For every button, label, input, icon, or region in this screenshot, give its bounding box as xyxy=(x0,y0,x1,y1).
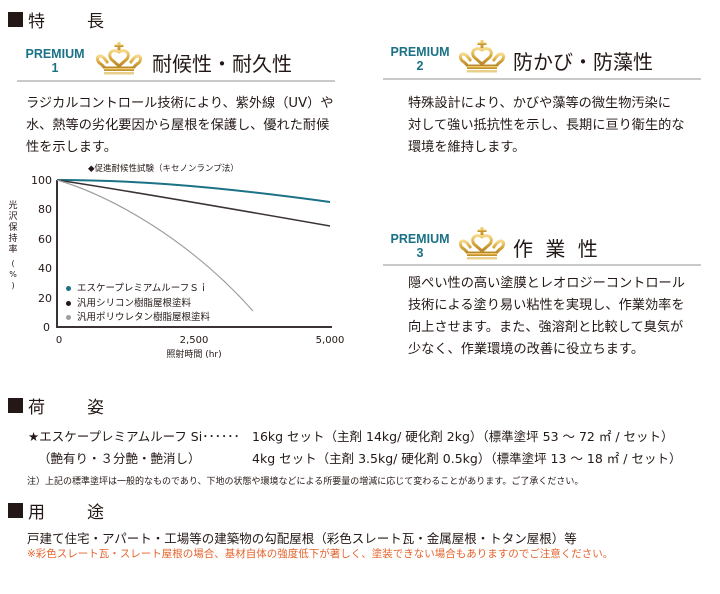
section-heading-packaging: 荷 姿 xyxy=(8,393,104,418)
heading-char: 荷 xyxy=(28,398,45,418)
series-line-polyurethane xyxy=(56,179,254,312)
series-line-silicone xyxy=(56,179,331,227)
gloss-retention-chart: 光 沢 保 持 率 ( % ) 100 80 60 40 20 0 0 2,50… xyxy=(8,174,345,360)
y-tick-labels: 100 80 60 40 20 0 xyxy=(31,174,52,334)
text-line: 性を示します。 xyxy=(26,140,117,155)
divider xyxy=(17,80,335,82)
text-line: 水、熱等の劣化要因から屋根を保護し、優れた耐候 xyxy=(26,118,330,133)
svg-text:60: 60 xyxy=(38,233,52,246)
series-line-premium-si xyxy=(56,179,331,203)
svg-text:沢: 沢 xyxy=(8,210,17,222)
text-line: 技術による塗り易い粘性を実現し、作業効率を xyxy=(408,298,685,313)
svg-text:100: 100 xyxy=(31,174,52,187)
legend-item: 汎用シリコン樹脂屋根塗料 xyxy=(66,297,210,312)
usage-text: 戸建て住宅・アパート・工場等の建築物の勾配屋根（彩色スレート瓦・金属屋根・トタン… xyxy=(27,531,577,546)
legend-dot-icon xyxy=(66,300,71,306)
crown-icon xyxy=(96,42,142,76)
usage-warning: ※彩色スレート瓦・スレート屋根の場合、基材自体の強度低下が著しく、塗装できない場… xyxy=(27,548,614,560)
divider xyxy=(383,264,701,266)
text-line: 対して強い抵抗性を示し、長期に亘り衛生的な xyxy=(408,118,685,133)
packaging-note: 注）上記の標準塗坪は一般的なものであり、下地の状態や環境などによる所要量の増減に… xyxy=(27,477,584,487)
svg-text:40: 40 xyxy=(38,262,52,275)
text-line: ラジカルコントロール技術により、紫外線（UV）や xyxy=(26,96,334,111)
legend-dot-icon xyxy=(66,286,71,291)
feature-desc-3: 隠ぺい性の高い塗膜とレオロジーコントロール 技術による塗り易い粘性を実現し、作業… xyxy=(408,273,708,361)
svg-text:0: 0 xyxy=(56,335,62,346)
packaging-set-4kg: 4kg セット（主剤 3.5kg/ 硬化剤 0.5kg）（標準塗坪 13 ～ 1… xyxy=(252,451,682,466)
crown-icon xyxy=(459,40,505,74)
svg-text:0: 0 xyxy=(43,321,50,334)
premium-label: PREMIUM xyxy=(390,232,450,246)
packaging-product-line: ★エスケープレミアムルーフ Si･･････ xyxy=(28,429,240,444)
premium-number: 1 xyxy=(51,61,59,75)
text-line: 特殊設計により、かびや藻等の微生物汚染に xyxy=(408,96,671,111)
text-line: 少なく、作業環境の改善に役立ちます。 xyxy=(408,342,645,357)
crown-icon xyxy=(459,227,505,261)
premium-badge-3: PREMIUM 3 xyxy=(385,232,455,260)
svg-text:(: ( xyxy=(11,259,14,268)
legend-item: エスケープレミアムルーフＳｉ xyxy=(66,282,210,297)
legend-label: 汎用シリコン樹脂屋根塗料 xyxy=(77,297,192,309)
feature-title-2: 防かび・防藻性 xyxy=(513,50,653,74)
packaging-variants: （艶有り・３分艶・艶消し） xyxy=(38,451,201,466)
text-line: 環境を維持します。 xyxy=(408,140,526,155)
legend-dot-icon xyxy=(66,315,71,320)
heading-char: 長 xyxy=(87,12,104,32)
heading-char: 特 xyxy=(28,12,45,32)
chart-legend: エスケープレミアムルーフＳｉ 汎用シリコン樹脂屋根塗料 汎用ポリウレタン樹脂屋根… xyxy=(66,282,210,326)
feature-desc-1: ラジカルコントロール技術により、紫外線（UV）や 水、熱等の劣化要因から屋根を保… xyxy=(26,93,346,159)
legend-label: エスケープレミアムルーフＳｉ xyxy=(77,283,209,294)
svg-text:20: 20 xyxy=(38,292,52,305)
premium-number: 2 xyxy=(416,59,424,73)
x-tick-labels: 0 2,500 5,000 xyxy=(56,335,345,346)
text-line: 隠ぺい性の高い塗膜とレオロジーコントロール xyxy=(408,276,685,291)
premium-label: PREMIUM xyxy=(25,47,85,61)
heading-char: 用 xyxy=(28,503,45,523)
svg-text:光: 光 xyxy=(8,199,17,211)
heading-char: 姿 xyxy=(87,398,104,418)
svg-text:率: 率 xyxy=(8,243,17,255)
svg-text:持: 持 xyxy=(8,232,17,244)
premium-label: PREMIUM xyxy=(390,45,450,59)
svg-text:2,500: 2,500 xyxy=(180,335,209,346)
legend-item: 汎用ポリウレタン樹脂屋根塗料 xyxy=(66,311,210,326)
square-bullet-icon xyxy=(8,398,23,413)
legend-label: 汎用ポリウレタン樹脂屋根塗料 xyxy=(77,312,211,323)
svg-text:保: 保 xyxy=(8,221,17,233)
svg-text:): ) xyxy=(11,281,14,290)
chart-title: ◆促進耐候性試験（キセノンランプ法） xyxy=(88,164,239,174)
packaging-set-16kg: 16kg セット（主剤 14kg/ 硬化剤 2kg）（標準塗坪 53 ～ 72 … xyxy=(252,429,674,444)
svg-text:5,000: 5,000 xyxy=(316,335,345,346)
heading-char: 途 xyxy=(87,503,104,523)
premium-number: 3 xyxy=(416,246,424,260)
svg-text:80: 80 xyxy=(38,203,52,216)
feature-desc-2: 特殊設計により、かびや藻等の微生物汚染に 対して強い抵抗性を示し、長期に亘り衛生… xyxy=(408,93,708,159)
square-bullet-icon xyxy=(8,12,23,27)
y-axis-label: 光 沢 保 持 率 ( % ) xyxy=(8,199,17,290)
text-line: 向上させます。また、強溶剤と比較して臭気が xyxy=(408,320,684,335)
premium-badge-1: PREMIUM 1 xyxy=(20,47,90,75)
svg-text:%: % xyxy=(9,270,17,279)
section-heading-features: 特 長 xyxy=(8,7,104,32)
premium-badge-2: PREMIUM 2 xyxy=(385,45,455,73)
square-bullet-icon xyxy=(8,503,23,518)
section-heading-usage: 用 途 xyxy=(8,498,104,523)
divider xyxy=(383,78,701,80)
feature-title-1: 耐候性・耐久性 xyxy=(152,52,292,76)
feature-title-3: 作 業 性 xyxy=(513,237,601,261)
x-axis-label: 照射時間 (hr) xyxy=(166,348,221,360)
